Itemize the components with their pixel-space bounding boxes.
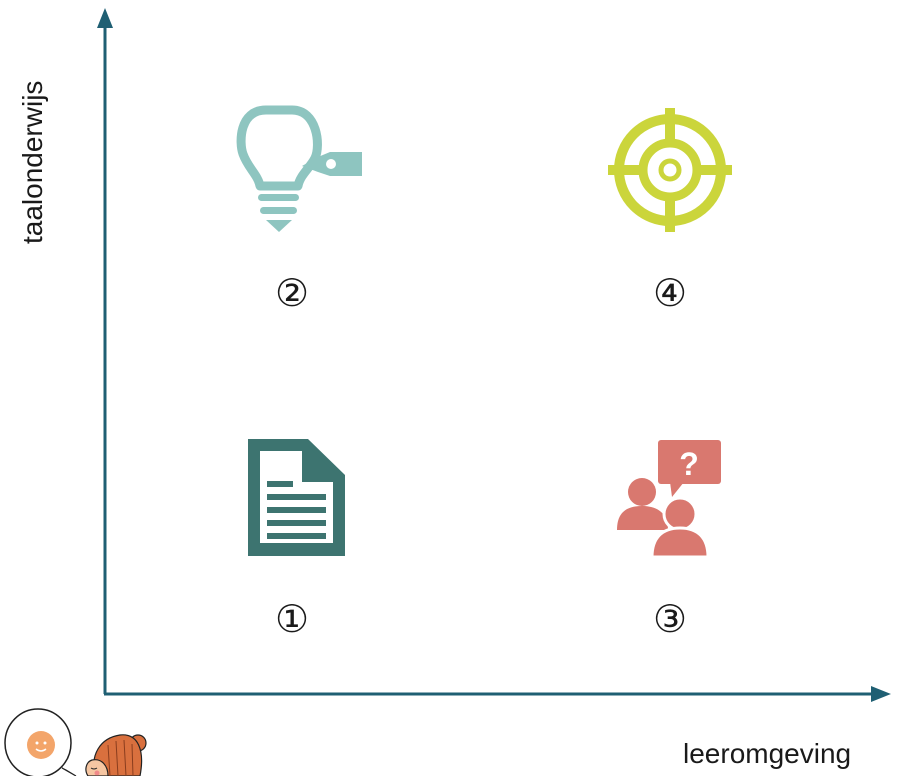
girl-with-thought-bubble-icon — [4, 708, 147, 776]
quadrant-number-4: ④ — [653, 271, 687, 315]
quadrant-number-1: ① — [275, 597, 309, 641]
x-axis-arrow — [871, 686, 891, 702]
document-icon — [248, 439, 345, 556]
people-question-icon: ? — [617, 440, 721, 559]
x-axis-label: leeromgeving — [683, 738, 851, 769]
quadrant-number-2: ② — [275, 271, 309, 315]
svg-text:?: ? — [679, 446, 699, 482]
axes — [97, 8, 891, 702]
target-icon — [608, 108, 732, 232]
y-axis-arrow — [97, 8, 113, 28]
quadrant-number-3: ③ — [653, 597, 687, 641]
y-axis-label: taalonderwijs — [17, 81, 48, 244]
lightbulb-tag-icon — [236, 105, 362, 232]
